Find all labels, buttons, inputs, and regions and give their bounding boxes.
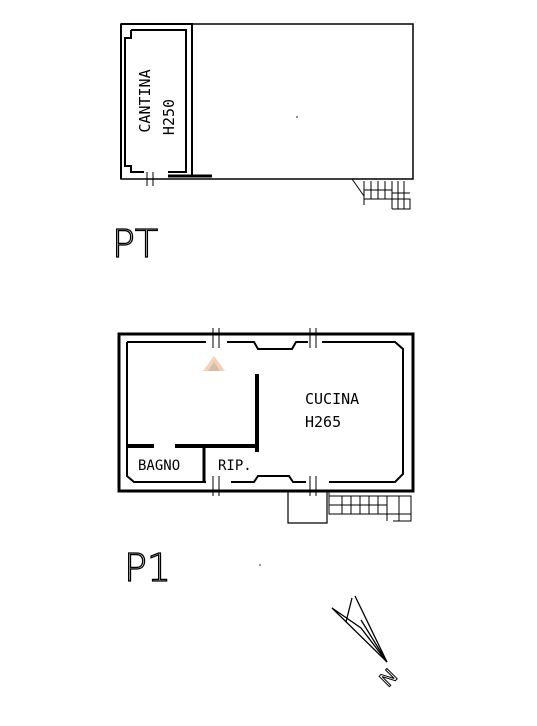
plan-dot [296, 116, 298, 118]
plan-dot-2 [259, 564, 261, 566]
kitchen-room-height: H265 [305, 413, 341, 431]
balcony-outline [287, 491, 328, 524]
first-floor-outer-wall [117, 332, 415, 493]
opening-marks [212, 328, 317, 496]
bathroom-room-name: BAGNO [138, 458, 180, 474]
first-floor-plan: CUCINA H265 BAGNO RIP. P1 [117, 328, 415, 591]
first-floor-inner-wall [126, 341, 404, 483]
cantina-walls [120, 23, 193, 179]
ground-floor-label-text: PT [112, 222, 158, 266]
ground-floor-plan: PT CANTINA H250 [111, 23, 414, 267]
cantina-room-height: H250 [160, 99, 178, 135]
cantina-door-mark [146, 172, 154, 186]
first-floor-stairs [328, 491, 412, 522]
north-arrow-letter: N [375, 664, 403, 692]
north-arrow-icon: N [331, 595, 403, 692]
watermark-mark [203, 356, 225, 371]
first-floor-label: P1 [124, 546, 171, 590]
ground-floor-stairs [351, 178, 411, 210]
cantina-room-name: CANTINA [136, 69, 154, 132]
storage-room-name: RIP. [218, 458, 252, 474]
kitchen-room-name: CUCINA [305, 390, 359, 408]
